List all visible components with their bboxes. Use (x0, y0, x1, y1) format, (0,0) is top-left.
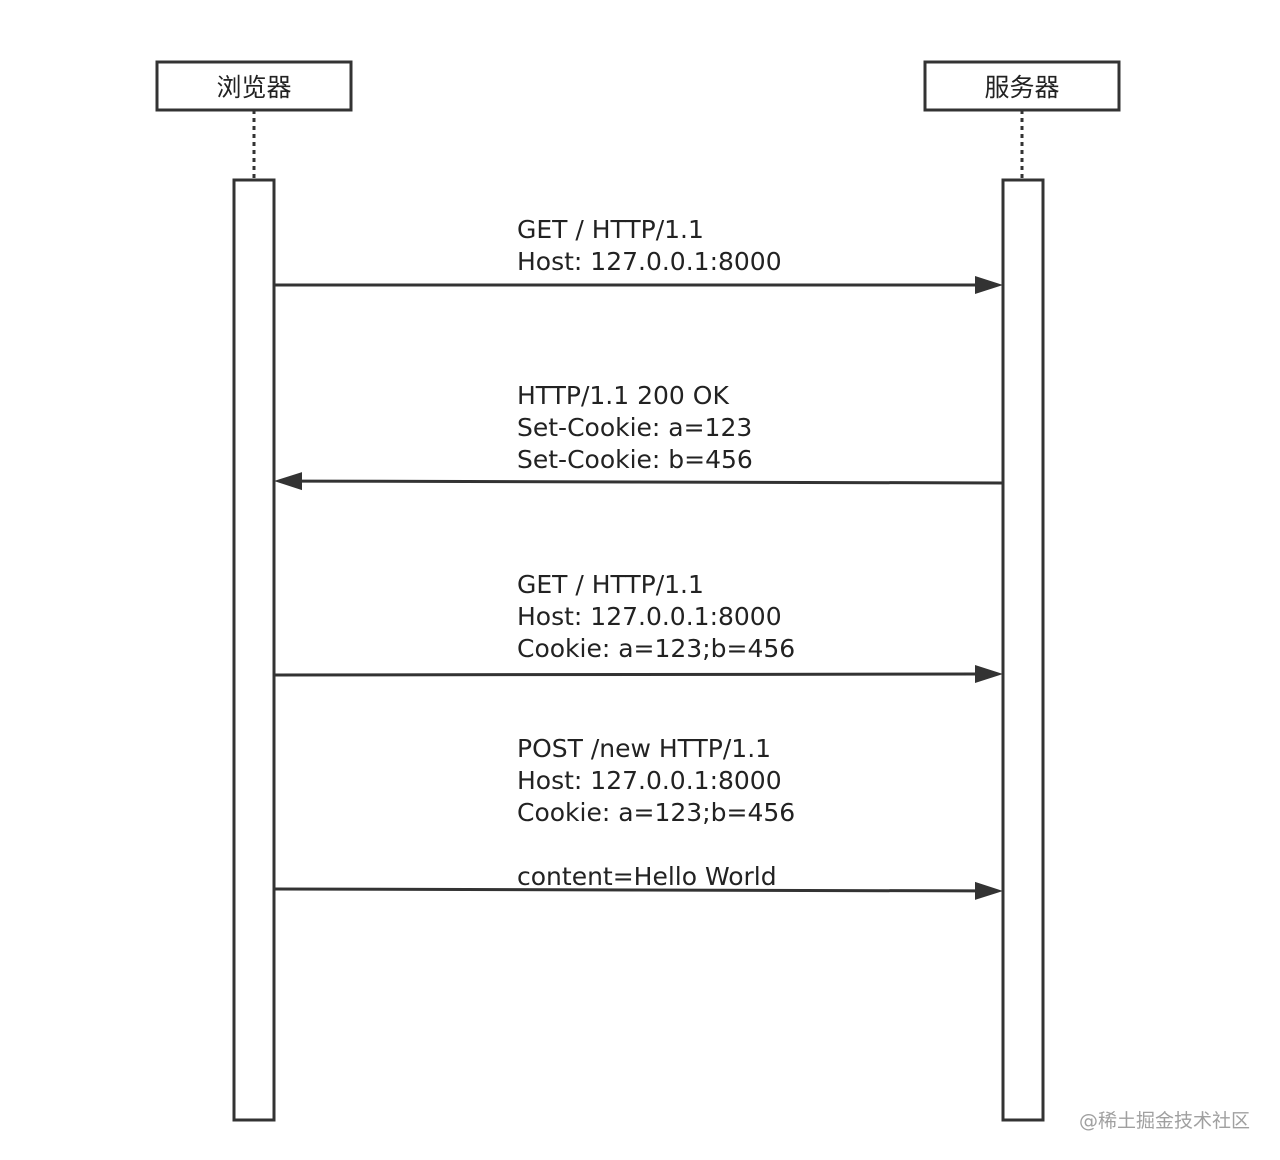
actor-server-label: 服务器 (984, 73, 1059, 102)
actor-browser-label: 浏览器 (216, 73, 291, 102)
activation-bar-server (1001, 178, 1045, 1122)
message-1-line-2: Host: 127.0.0.1:8000 (517, 247, 782, 276)
message-3-line-2: Host: 127.0.0.1:8000 (517, 602, 782, 631)
message-2-line-3: Set-Cookie: b=456 (517, 445, 753, 474)
message-2: HTTP/1.1 200 OK Set-Cookie: a=123Set-Cook… (274, 381, 1004, 491)
actor-browser: 浏览器 (155, 60, 353, 112)
message-3-line-1: GET / HTTP/1.1 (517, 570, 704, 599)
message-4-arrow-line (273, 887, 976, 893)
message-2-line-1: HTTP/1.1 200 OK (517, 381, 729, 410)
message-3-arrow-line (273, 672, 976, 677)
watermark: @稀土掘金技术社区 (1079, 1110, 1250, 1132)
message-4-line-5: content=Hello World (517, 862, 777, 891)
message-4-line-3: Cookie: a=123;b=456 (517, 798, 795, 827)
message-2-arrowhead-icon (274, 472, 302, 491)
message-4-arrowhead-icon (975, 881, 1003, 900)
message-4-line-2: Host: 127.0.0.1:8000 (517, 766, 782, 795)
actor-server: 服务器 (923, 60, 1121, 112)
message-2-line-2: Set-Cookie: a=123 (517, 413, 752, 442)
message-3-arrowhead-icon (975, 665, 1003, 684)
message-1-arrowhead-icon (975, 276, 1003, 294)
message-1-line-1: GET / HTTP/1.1 (517, 215, 704, 244)
message-3-line-3: Cookie: a=123;b=456 (517, 634, 795, 663)
activation-bar-browser (232, 178, 276, 1122)
message-4-line-1: POST /new HTTP/1.1 (517, 734, 771, 763)
message-2-arrow-line (301, 479, 1004, 485)
